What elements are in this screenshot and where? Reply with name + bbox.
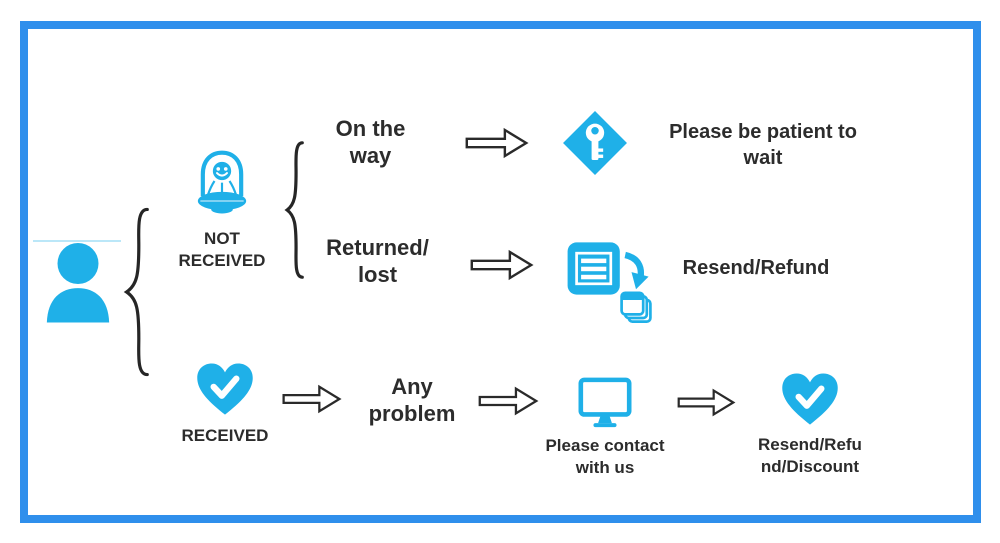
contact-node: Please contact with us [537,377,673,479]
final-outcome-label: Resend/Refu nd/Discount [758,434,862,478]
label-line: RECEIVED [181,426,269,445]
condition-line: Returned/ [326,235,429,260]
outcome-line: Resend/Refund [682,257,830,279]
person-icon [46,243,110,323]
wait-node [561,109,629,177]
label-line: Please contact [545,436,665,455]
diagram-border-frame [20,21,981,523]
heart-check-icon [782,373,838,425]
arrow-right-icon [470,249,534,281]
condition-line: lost [357,261,398,287]
resend-documents-icon [567,242,652,323]
arrow-right-icon [465,127,529,159]
decorative-highlight-line [33,240,121,242]
condition-line: On the [335,116,406,141]
outcome-line: Please be patient to [669,121,857,143]
outcome-be-patient: Please be patient to wait [643,120,883,171]
key-diamond-icon [563,111,627,175]
condition-any-problem: Any problem [352,374,472,428]
condition-line: way [349,142,392,168]
arrow-right-icon [677,388,736,417]
condition-line: problem [368,400,456,426]
customer-node [37,238,119,330]
final-outcome-node: Resend/Refu nd/Discount [742,371,878,478]
label-line: nd/Discount [760,456,860,476]
inner-curly-brace [283,140,305,280]
outcome-resend-refund: Resend/Refund [676,256,836,282]
computer-monitor-icon [578,377,632,428]
condition-returned-lost: Returned/ lost [315,235,440,289]
not-received-label: NOT RECEIVED [179,228,266,272]
resend-node [564,237,654,327]
label-line: NOT [204,229,240,248]
arrow-right-icon [478,386,539,416]
condition-line: Any [391,374,433,399]
label-line: RECEIVED [178,250,266,270]
outer-curly-brace [121,206,151,378]
heart-check-icon [197,363,253,415]
arrow-right-icon [282,384,342,414]
outcome-line: wait [743,146,783,169]
alien-ufo-icon [197,150,247,214]
condition-on-the-way: On the way [308,116,433,170]
received-label: RECEIVED [182,425,269,447]
received-branch: RECEIVED [166,361,284,447]
label-line: Resend/Refu [758,435,862,454]
contact-label: Please contact with us [545,435,664,479]
label-line: with us [575,457,635,477]
not-received-branch: NOT RECEIVED [172,146,272,272]
